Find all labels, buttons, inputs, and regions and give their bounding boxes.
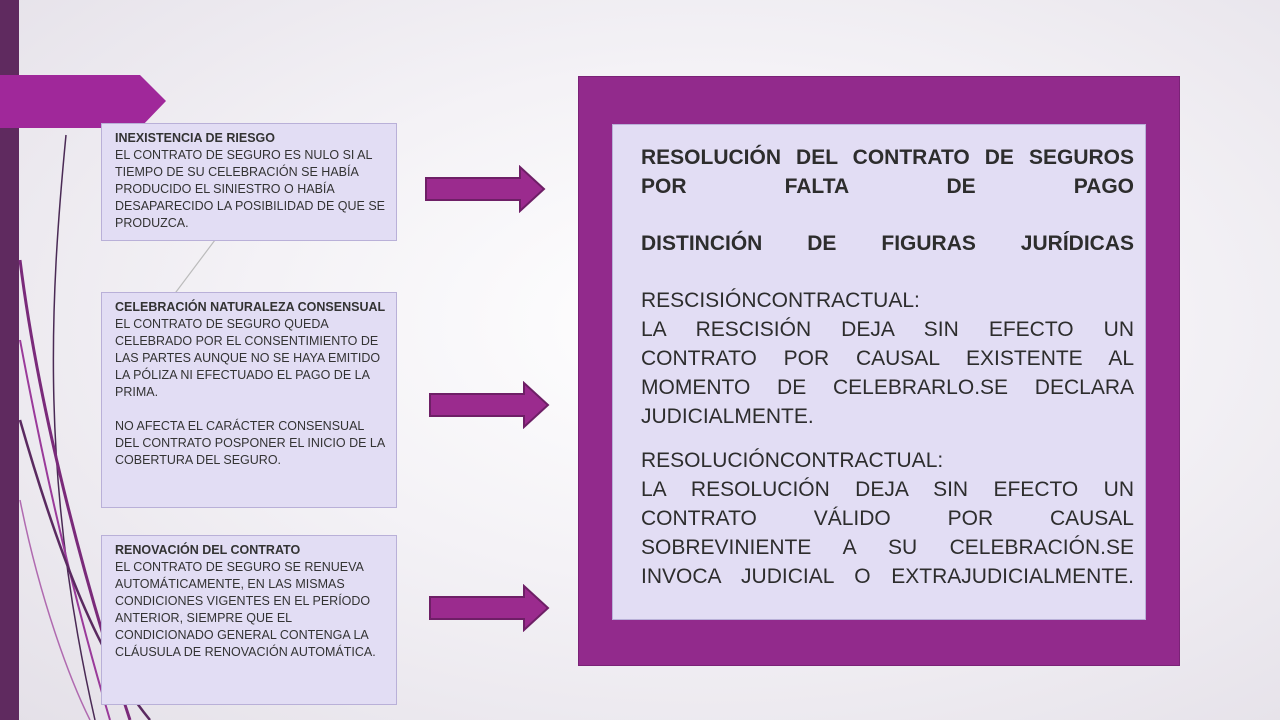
box-body: EL CONTRATO DE SEGURO QUEDA CELEBRADO PO… xyxy=(115,317,381,399)
arrow-right-icon xyxy=(429,584,550,632)
panel-title: RESOLUCIÓN DEL CONTRATO DE SEGUROS POR F… xyxy=(641,146,1134,198)
info-box-renovacion: RENOVACIÓN DEL CONTRATO EL CONTRATO DE S… xyxy=(101,535,397,705)
box-body: EL CONTRATO DE SEGURO ES NULO SI AL TIEM… xyxy=(115,148,385,230)
rescision-heading: RESCISIÓNCONTRACTUAL: xyxy=(641,289,920,312)
panel-subtitle: DISTINCIÓN DE FIGURAS JURÍDICAS xyxy=(641,232,1134,255)
arrow-right-icon xyxy=(425,165,546,213)
box-body-secondary: NO AFECTA EL CARÁCTER CONSENSUAL DEL CON… xyxy=(115,419,385,467)
box-title: CELEBRACIÓN NATURALEZA CONSENSUAL xyxy=(115,300,386,314)
resolucion-body: LA RESOLUCIÓN DEJA SIN EFECTO UN CONTRAT… xyxy=(641,478,1134,588)
header-tab-shape xyxy=(0,75,166,128)
rescision-body: LA RESCISIÓN DEJA SIN EFECTO UN CONTRATO… xyxy=(641,318,1134,428)
resolucion-heading: RESOLUCIÓNCONTRACTUAL: xyxy=(641,449,944,472)
arrow-right-icon xyxy=(429,381,550,429)
box-body: EL CONTRATO DE SEGURO SE RENUEVA AUTOMÁT… xyxy=(115,560,376,659)
info-box-celebracion: CELEBRACIÓN NATURALEZA CONSENSUAL EL CON… xyxy=(101,292,397,508)
content-panel: RESOLUCIÓN DEL CONTRATO DE SEGUROS POR F… xyxy=(612,124,1146,620)
info-box-inexistencia: INEXISTENCIA DE RIESGO EL CONTRATO DE SE… xyxy=(101,123,397,241)
box-title: INEXISTENCIA DE RIESGO xyxy=(115,131,275,145)
box-title: RENOVACIÓN DEL CONTRATO xyxy=(115,543,301,557)
left-accent-bar xyxy=(0,0,19,720)
